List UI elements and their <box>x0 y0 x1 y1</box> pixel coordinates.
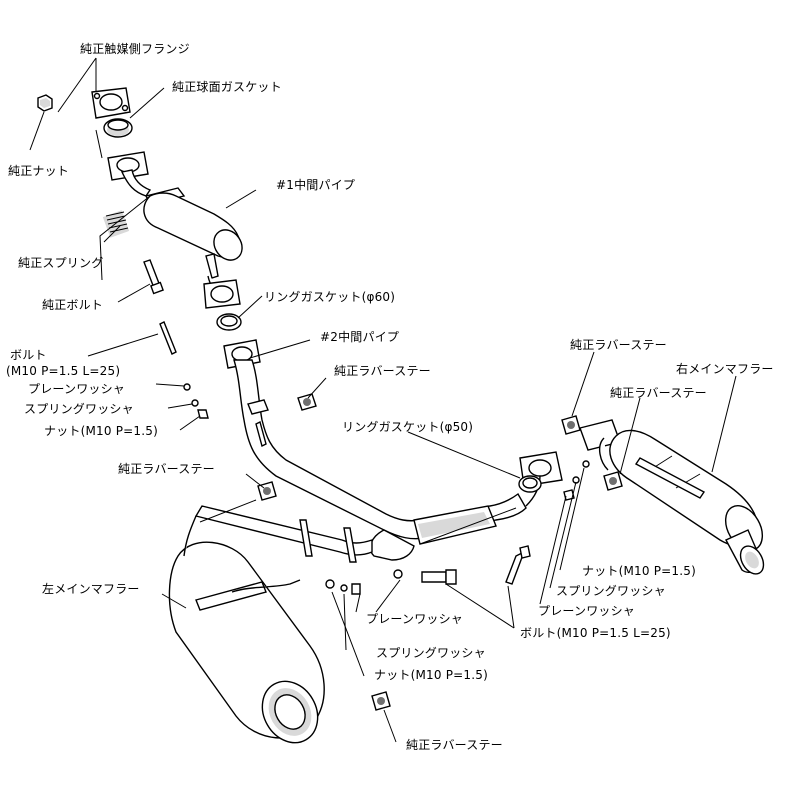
mid-pipe-1 <box>107 151 243 293</box>
label-rubber-stay-right: 純正ラバーステー <box>610 386 707 400</box>
label-mid-pipe-2: #2中間パイプ <box>320 330 400 344</box>
rubber-stay-right-top <box>561 415 581 435</box>
label-right-main-muffler: 右メインマフラー <box>676 362 774 376</box>
label-spring-stock: 純正スプリング <box>18 256 104 270</box>
ring-gasket-60 <box>216 313 242 331</box>
bolt-right-set <box>505 460 590 585</box>
label-ring-gasket-60: リングガスケット(φ60) <box>264 290 396 304</box>
label-spherical-gasket: 純正球面ガスケット <box>172 80 282 94</box>
label-nut-stock: 純正ナット <box>8 164 70 178</box>
label-cat-flange: 純正触媒側フランジ <box>80 42 190 56</box>
flange-mid <box>203 279 241 309</box>
label-bolt-stock: 純正ボルト <box>42 298 104 312</box>
label-spring-washer-right: スプリングワッシャ <box>556 584 666 598</box>
right-main-muffler <box>579 419 765 575</box>
bolt-bottom-set <box>325 569 457 595</box>
label-nut-bottom: ナット(M10 P=1.5) <box>374 668 488 682</box>
label-ring-gasket-50: リングガスケット(φ50) <box>342 420 474 434</box>
stock-nut <box>37 94 53 112</box>
bolt-left-set <box>159 321 209 419</box>
label-nut-left: ナット(M10 P=1.5) <box>44 424 158 438</box>
bolt-stock <box>143 259 164 295</box>
label-spring-washer-bottom: スプリングワッシャ <box>376 646 486 660</box>
label-bolt-left-spec: (M10 P=1.5 L=25) <box>6 364 121 378</box>
label-plain-washer-left: プレーンワッシャ <box>28 382 126 396</box>
spherical-gasket <box>103 118 133 138</box>
rubber-stay-right <box>603 471 623 491</box>
ring-gasket-50 <box>518 475 542 493</box>
rubber-stay-left <box>257 481 277 501</box>
mid-pipe-2 <box>194 339 563 563</box>
rubber-stay-bottom <box>371 691 391 711</box>
label-plain-washer-bottom: プレーンワッシャ <box>366 612 464 626</box>
label-rubber-stay-bottom: 純正ラバーステー <box>406 738 503 752</box>
catalyst-flange <box>91 87 131 119</box>
label-rubber-stay-mid: 純正ラバーステー <box>334 364 431 378</box>
left-main-muffler <box>168 515 325 744</box>
leader-lines <box>29 57 737 743</box>
label-spring-washer-left: スプリングワッシャ <box>24 402 134 416</box>
label-plain-washer-right: プレーンワッシャ <box>538 604 636 618</box>
label-rubber-stay-right-top: 純正ラバーステー <box>570 338 667 352</box>
label-bolt-left: ボルト <box>10 348 47 362</box>
spring-stock <box>102 210 130 238</box>
rubber-stay-mid <box>297 393 317 411</box>
label-bolt-bottom: ボルト(M10 P=1.5 L=25) <box>520 626 671 640</box>
label-mid-pipe-1: #1中間パイプ <box>276 178 356 192</box>
label-rubber-stay-left: 純正ラバーステー <box>118 462 215 476</box>
label-nut-right: ナット(M10 P=1.5) <box>582 564 696 578</box>
label-left-main-muffler: 左メインマフラー <box>42 582 140 596</box>
